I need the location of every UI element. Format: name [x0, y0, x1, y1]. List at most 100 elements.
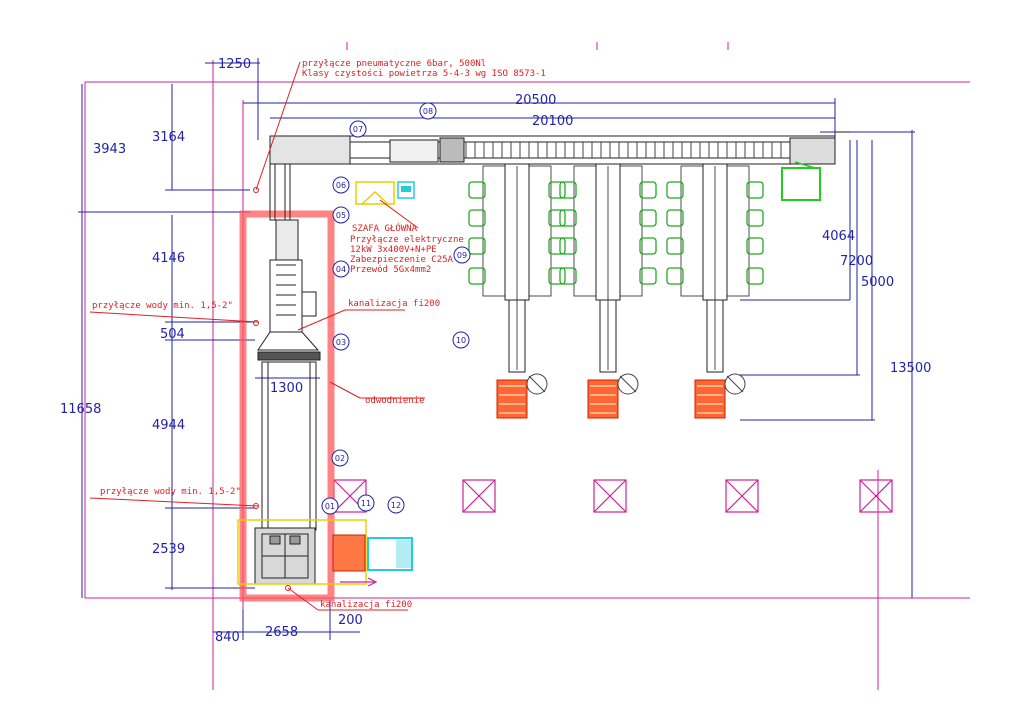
robot-gripper [639, 181, 657, 199]
marker-01: 01 [321, 497, 339, 515]
robot-gripper [666, 267, 684, 285]
production-room-walls [239, 210, 335, 602]
cell-table [482, 165, 506, 297]
water-connection-2: przyłącze wody min. 1,5-2" [100, 487, 241, 497]
dim-4064: 4064 [822, 229, 855, 244]
annotation-leaders [89, 61, 425, 611]
robot-gripper [746, 209, 764, 227]
dim-13500: 13500 [890, 361, 931, 376]
cell-table [680, 165, 704, 297]
robot-gripper [559, 267, 577, 285]
robot-gripper [639, 209, 657, 227]
dim-20500: 20500 [515, 93, 556, 108]
marker-label: 06 [336, 181, 346, 190]
marker-03: 03 [332, 333, 350, 351]
water-connection-1: przyłącze wody min. 1,5-2" [92, 301, 233, 311]
cabinet-line-1: Przyłącze elektryczne [350, 235, 464, 245]
robot-gripper [746, 181, 764, 199]
control-panel [781, 167, 821, 201]
main-conveyor [269, 131, 850, 165]
robot-gripper [639, 237, 657, 255]
cell-table [619, 165, 643, 297]
palletizer-robot [724, 373, 746, 395]
dim-11658: 11658 [60, 402, 101, 417]
dimension-lines [78, 58, 915, 640]
dim-4146: 4146 [152, 251, 185, 266]
robot-gripper [548, 237, 566, 255]
dim-4944: 4944 [152, 418, 185, 433]
robot-gripper [548, 181, 566, 199]
marker-label: 01 [325, 502, 335, 511]
marker-label: 10 [456, 336, 466, 345]
marker-12: 12 [387, 496, 405, 514]
dim-20100: 20100 [532, 114, 573, 129]
cell-table [528, 165, 552, 297]
marker-02: 02 [331, 449, 349, 467]
marker-04: 04 [332, 260, 350, 278]
dim-2658: 2658 [265, 625, 298, 640]
dim-840: 840 [215, 630, 240, 645]
robot-gripper [559, 181, 577, 199]
robot-gripper [746, 267, 764, 285]
marker-label: 03 [336, 338, 346, 347]
dim-2539: 2539 [152, 542, 185, 557]
loading-zone [237, 519, 367, 585]
marker-label: 11 [361, 499, 371, 508]
robot-cell [559, 163, 657, 419]
robot-gripper [468, 267, 486, 285]
part-markers: 01 02 03 04 05 06 07 08 09 10 11 12 [321, 102, 471, 515]
marker-06: 06 [332, 176, 350, 194]
column [725, 479, 759, 513]
marker-label: 05 [336, 211, 346, 220]
dim-3943: 3943 [93, 142, 126, 157]
marker-label: 02 [335, 454, 345, 463]
building-grid [84, 42, 970, 690]
marker-11: 11 [357, 494, 375, 512]
marker-label: 07 [353, 125, 363, 134]
robot-gripper [548, 267, 566, 285]
marker-10: 10 [452, 331, 470, 349]
main-cabinet-symbol [355, 181, 415, 205]
dim-5000: 5000 [861, 275, 894, 290]
cabinet-line-3: Zabezpieczenie C25A [350, 255, 454, 265]
marker-label: 12 [391, 501, 401, 510]
pneumatic-connection: przyłącze pneumatyczne 6bar, 500Nl [302, 59, 486, 69]
column [462, 479, 496, 513]
building-columns [333, 479, 893, 513]
sewer-1: kanalizacja fi200 [348, 299, 440, 309]
robot-gripper [666, 209, 684, 227]
marker-label: 04 [336, 265, 346, 274]
palletizer-robot [617, 373, 639, 395]
conveyor-rollers [465, 142, 782, 158]
column [593, 479, 627, 513]
column [859, 479, 893, 513]
marker-label: 08 [423, 107, 433, 116]
robot-gripper [468, 237, 486, 255]
marker-05: 05 [332, 206, 350, 224]
air-quality-class: Klasy czystości powietrza 5-4-3 wg ISO 8… [302, 68, 546, 79]
cell-table [726, 165, 750, 297]
robot-gripper [559, 209, 577, 227]
marker-label: 09 [457, 251, 467, 260]
robot-gripper [468, 209, 486, 227]
drainage: odwodnienie [365, 396, 425, 406]
dimension-labels: 1250 20500 20100 3943 3164 4146 504 1165… [60, 57, 931, 645]
dim-504: 504 [160, 327, 185, 342]
robot-gripper [559, 237, 577, 255]
marker-09: 09 [453, 246, 471, 264]
dim-7200: 7200 [840, 254, 873, 269]
dim-1250: 1250 [218, 57, 251, 72]
robot-gripper [666, 237, 684, 255]
robot-gripper [639, 267, 657, 285]
robot-cells [468, 163, 764, 419]
sewer-2: kanalizacja fi200 [320, 600, 412, 610]
cabinet-title: SZAFA GŁÓWNA [352, 222, 418, 234]
robot-gripper [746, 237, 764, 255]
cabinet-line-4: Przewód 5Gx4mm2 [350, 264, 431, 275]
dim-200: 200 [338, 613, 363, 628]
robot-gripper [548, 209, 566, 227]
cabinet-line-2: 12kW 3x400V+N+PE [350, 245, 437, 255]
cell-table [573, 165, 597, 297]
robot-cell [666, 163, 764, 419]
